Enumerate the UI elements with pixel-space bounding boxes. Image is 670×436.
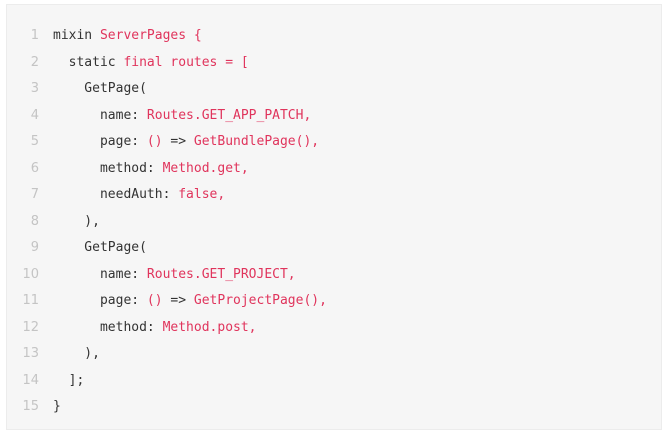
code-line: 5 page: () => GetBundlePage(), [7, 129, 661, 156]
line-number: 12 [22, 319, 39, 335]
highlighted-token: Routes.GET_PROJECT, [146, 266, 296, 282]
highlighted-token: Method.get, [162, 160, 249, 176]
line-number: 11 [22, 293, 39, 308]
plain-token: needAuth: [53, 187, 179, 202]
line-code: ]; [53, 368, 85, 395]
highlighted-token: false, [178, 187, 226, 202]
plain-token: ]; [53, 372, 85, 388]
code-line: 1 mixin ServerPages { [7, 23, 661, 50]
line-code: static final routes = [ [53, 50, 249, 77]
line-code: ), [53, 209, 100, 236]
plain-token: page: [53, 293, 147, 308]
code-line: 6 method: Method.get, [7, 156, 661, 183]
line-number: 9 [30, 240, 39, 255]
plain-token: method: [53, 160, 163, 176]
code-line: 12 method: Method.post, [7, 315, 661, 342]
plain-token: page: [53, 134, 147, 149]
line-number: 3 [30, 81, 39, 96]
line-number: 5 [30, 134, 39, 149]
highlighted-token: () [146, 134, 163, 149]
line-number: 13 [22, 346, 39, 361]
plain-token: => [162, 134, 194, 149]
line-code: page: () => GetProjectPage(), [53, 288, 327, 315]
line-number: 1 [30, 28, 39, 43]
highlighted-token: Method.post, [162, 319, 257, 335]
highlighted-token: ServerPages { [99, 28, 202, 43]
plain-token: name: [53, 107, 147, 123]
code-line: 14 ]; [7, 368, 661, 395]
code-line: 15} [7, 394, 661, 421]
plain-token: ), [53, 213, 100, 229]
plain-token: mixin [53, 28, 100, 43]
plain-token: ), [53, 346, 100, 361]
line-code: needAuth: false, [53, 182, 225, 209]
plain-token: GetPage( [53, 81, 147, 96]
plain-token: } [53, 399, 61, 414]
code-line: 3 GetPage( [7, 76, 661, 103]
line-number: 6 [30, 160, 39, 176]
line-code: GetPage( [53, 235, 147, 262]
line-code: ), [53, 341, 100, 368]
line-number: 2 [30, 54, 39, 70]
plain-token: => [162, 293, 194, 308]
line-number: 15 [22, 399, 39, 414]
highlighted-token: () [146, 293, 163, 308]
code-line: 9 GetPage( [7, 235, 661, 262]
line-number: 4 [30, 107, 39, 123]
highlighted-token: GetProjectPage(), [193, 293, 327, 308]
code-line: 11 page: () => GetProjectPage(), [7, 288, 661, 315]
code-line: 8 ), [7, 209, 661, 236]
line-code: page: () => GetBundlePage(), [53, 129, 319, 156]
plain-token: static [53, 54, 124, 70]
line-code: method: Method.post, [53, 315, 257, 342]
code-line: 7 needAuth: false, [7, 182, 661, 209]
code-line: 13 ), [7, 341, 661, 368]
highlighted-token: final routes = [ [123, 54, 249, 70]
line-number: 8 [30, 213, 39, 229]
plain-token: method: [53, 319, 163, 335]
code-line: 10 name: Routes.GET_PROJECT, [7, 262, 661, 289]
line-code: name: Routes.GET_APP_PATCH, [53, 103, 311, 130]
highlighted-token: Routes.GET_APP_PATCH, [146, 107, 312, 123]
line-code: mixin ServerPages { [53, 23, 202, 50]
line-code: } [53, 394, 61, 421]
line-code: method: Method.get, [53, 156, 249, 183]
plain-token: name: [53, 266, 147, 282]
line-number: 7 [30, 187, 39, 202]
highlighted-token: GetBundlePage(), [193, 134, 320, 149]
line-number: 14 [22, 372, 39, 388]
plain-token: GetPage( [53, 240, 147, 255]
line-number: 10 [22, 266, 39, 282]
code-line: 2 static final routes = [ [7, 50, 661, 77]
line-code: GetPage( [53, 76, 147, 103]
code-line: 4 name: Routes.GET_APP_PATCH, [7, 103, 661, 130]
line-code: name: Routes.GET_PROJECT, [53, 262, 296, 289]
